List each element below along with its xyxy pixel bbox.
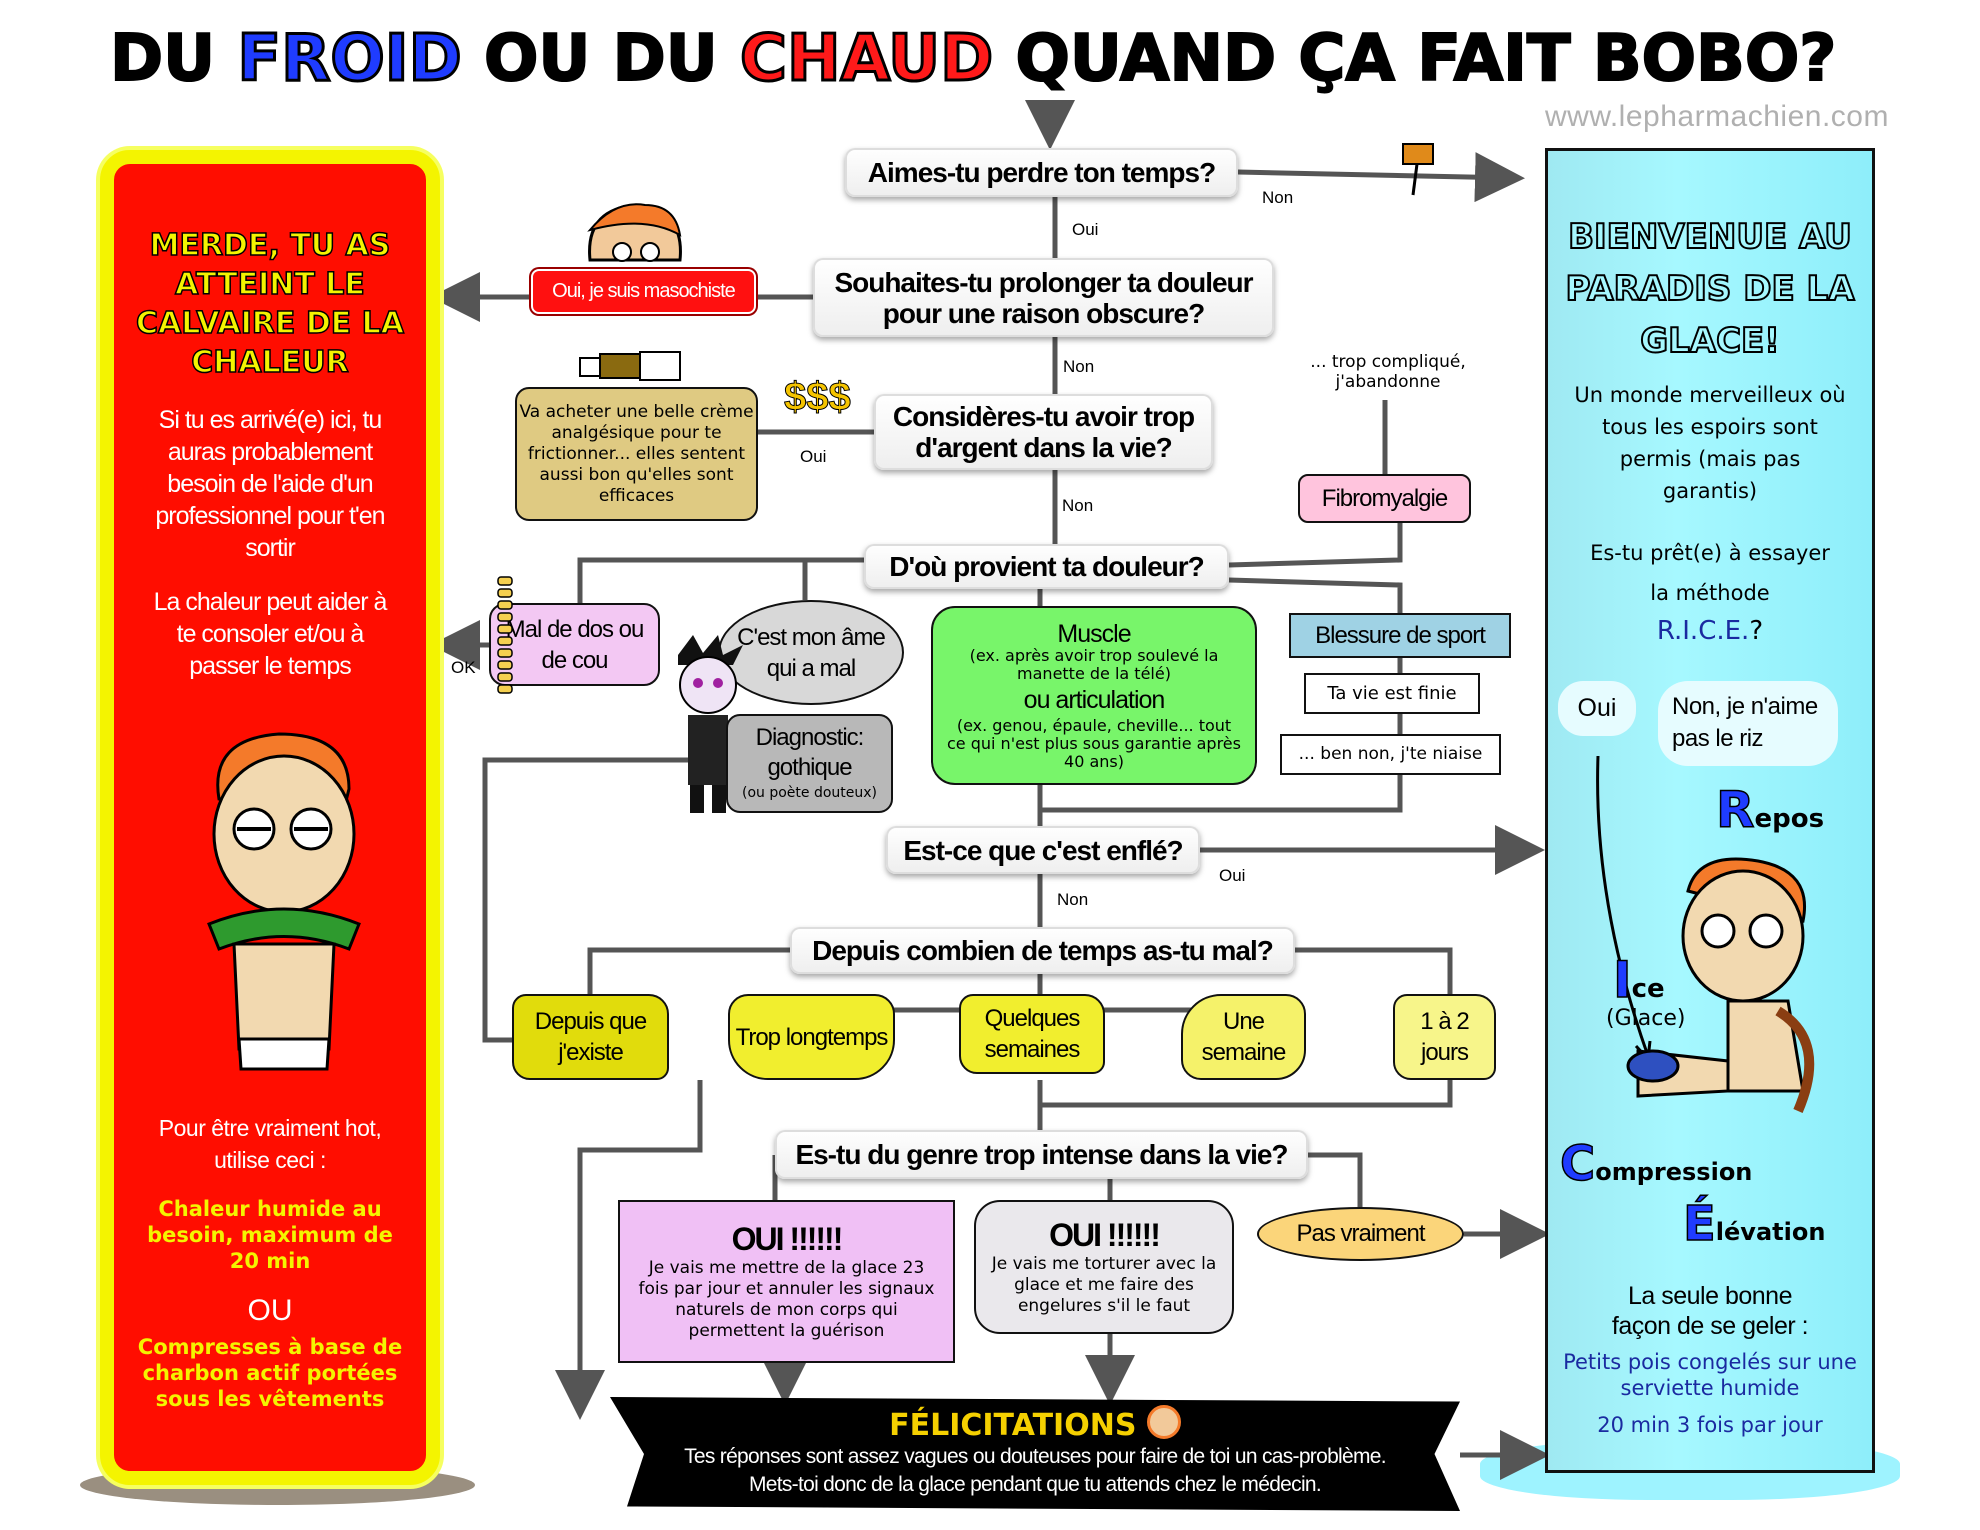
r-word: epos [1754, 804, 1825, 834]
label-oui: Oui [1072, 220, 1099, 239]
rice-label: R.I.C.E. [1656, 616, 1750, 646]
heat-intro: Si tu es arrivé(e) ici, tu auras probabl… [155, 406, 385, 562]
intense-yes-title: OUI !!!!!! [1049, 1217, 1161, 1253]
goth-subtitle: (ou poète douteux) [741, 785, 878, 801]
articulation-title: ou articulation [1023, 685, 1166, 714]
heat-option-1: Chaleur humide au besoin, maximum de 20 … [147, 1197, 393, 1273]
face-icon [1146, 1405, 1181, 1439]
heat-option-2: Compresses à base de charbon actif porté… [137, 1335, 403, 1411]
congrats-line-2: Mets-toi donc de la glace pendant que tu… [748, 1473, 1322, 1496]
goth-diagnosis[interactable]: Diagnostic: gothique (ou poète douteux) [726, 714, 893, 813]
heat-panel: MERDE, TU AS ATTEINT LE CALVAIRE DE LA C… [100, 150, 440, 1485]
ice-freeze-intro: La seule bonne façon de se geler : [1611, 1282, 1809, 1340]
heat-tip-intro: Pour être vraiment hot, utilise ceci : [158, 1115, 382, 1173]
e-word: lévation [1715, 1218, 1826, 1246]
r-letter: R [1715, 780, 1755, 840]
duration-option[interactable]: Une semaine [1181, 994, 1306, 1080]
muscle-joint-answer[interactable]: Muscle (ex. après avoir trop soulevé la … [931, 606, 1257, 785]
rice-yes-bubble[interactable]: Oui [1558, 681, 1636, 736]
kidding-note: ... ben non, j'te niaise [1280, 734, 1501, 775]
poster-title: DU FROID OU DU CHAUD QUAND ÇA FAIT BOBO? [109, 21, 1910, 112]
i-subtitle: (Glace) [1606, 1006, 1686, 1031]
muscle-example: (ex. après avoir trop soulevé la manette… [969, 645, 1219, 683]
website-url[interactable]: www.lepharmachien.com [1545, 100, 1889, 133]
label-non: Non [1062, 496, 1094, 515]
question-3[interactable]: Considères-tu avoir trop d'argent dans l… [874, 394, 1213, 470]
congrats-line-1: Tes réponses sont assez vagues ou douteu… [684, 1445, 1387, 1468]
title-text: DU [109, 21, 238, 97]
money-symbol: $$$ [784, 375, 852, 420]
c-word: ompression [1595, 1158, 1753, 1186]
ice-question: Es-tu prêt(e) à essayer la méthode [1590, 541, 1830, 605]
question-7[interactable]: Es-tu du genre trop intense dans la vie? [775, 1130, 1308, 1179]
duration-option[interactable]: Quelques semaines [959, 994, 1105, 1074]
fibromyalgia-answer[interactable]: Fibromyalgie [1298, 474, 1471, 523]
label-non: Non [1063, 357, 1095, 376]
e-letter: É [1682, 1195, 1716, 1253]
life-over-note: Ta vie est finie [1304, 673, 1480, 714]
sport-injury-answer[interactable]: Blessure de sport [1289, 613, 1511, 658]
ice-frequency: 20 min 3 fois par jour [1597, 1413, 1823, 1437]
congrats-title: FÉLICITATIONS [610, 1405, 1460, 1443]
duration-option[interactable]: 1 à 2 jours [1393, 994, 1496, 1080]
intense-yes-text: Je vais me torturer avec la glace et me … [991, 1254, 1217, 1316]
cream-suggestion[interactable]: Va acheter une belle crème analgésique p… [515, 387, 758, 521]
c-letter: C [1559, 1135, 1596, 1193]
ice-panel: BIENVENUE AU PARADIS DE LA GLACE! Un mon… [1545, 148, 1875, 1473]
not-really-answer[interactable]: Pas vraiment [1257, 1207, 1464, 1261]
congratulations-banner: FÉLICITATIONS Tes réponses sont assez va… [610, 1397, 1460, 1511]
congrats-title-text: FÉLICITATIONS [889, 1408, 1137, 1443]
heat-comfort: La chaleur peut aider à te consoler et/o… [153, 588, 388, 680]
question-mark: ? [1749, 616, 1764, 646]
label-ok: OK [451, 658, 476, 677]
question-1[interactable]: Aimes-tu perdre ton temps? [845, 148, 1238, 197]
intense-yes-1[interactable]: OUI !!!!!! Je vais me mettre de la glace… [618, 1200, 955, 1363]
intense-yes-text: Je vais me mettre de la glace 23 fois pa… [638, 1258, 935, 1341]
heat-heading: MERDE, TU AS ATTEINT LE CALVAIRE DE LA C… [135, 227, 405, 381]
abandon-note: ... trop compliqué, j'abandonne [1310, 352, 1466, 392]
label-non: Non [1057, 890, 1089, 909]
question-4[interactable]: D'où provient ta douleur? [864, 544, 1229, 589]
masochist-face-icon [587, 203, 682, 262]
title-froid: FROID [236, 21, 463, 98]
label-non: Non [1262, 188, 1294, 207]
ice-tip: Petits pois congelés sur une serviette h… [1563, 1350, 1857, 1400]
spine-icon [497, 576, 513, 694]
articulation-example: (ex. genou, épaule, cheville... tout ce … [947, 715, 1241, 771]
label-oui: Oui [1219, 866, 1246, 885]
ice-intro: Un monde merveilleux où tous les espoirs… [1574, 383, 1846, 503]
i-letter: I [1612, 950, 1632, 1010]
title-text: QUAND ÇA FAIT BOBO? [993, 21, 1837, 97]
i-word: ce [1631, 974, 1665, 1004]
ice-heading: BIENVENUE AU PARADIS DE LA GLACE! [1564, 216, 1855, 362]
heat-or: OU [247, 1294, 293, 1327]
rice-no-bubble[interactable]: Non, je n'aime pas le riz [1658, 681, 1838, 766]
goth-character-illustration [678, 635, 743, 813]
question-2[interactable]: Souhaites-tu prolonger ta douleur pour u… [813, 258, 1274, 337]
question-6[interactable]: Depuis combien de temps as-tu mal? [790, 927, 1295, 974]
masochist-answer[interactable]: Oui, je suis masochiste [531, 269, 756, 314]
title-text: OU DU [461, 21, 741, 97]
intense-yes-2[interactable]: OUI !!!!!! Je vais me torturer avec la g… [974, 1200, 1234, 1334]
question-5[interactable]: Est-ce que c'est enflé? [886, 826, 1200, 874]
duration-option[interactable]: Trop longtemps [728, 994, 895, 1080]
label-oui: Oui [800, 447, 827, 466]
cream-tube-icon [579, 351, 681, 381]
goth-title: Diagnostic: gothique [755, 724, 865, 781]
title-chaud: CHAUD [739, 21, 995, 98]
hot-character-illustration [207, 732, 361, 1071]
muscle-title: Muscle [1057, 619, 1131, 648]
back-neck-pain[interactable]: Mal de dos ou de cou [489, 603, 660, 686]
soul-pain-bubble[interactable]: C'est mon âme qui a mal [718, 600, 904, 705]
intense-yes-title: OUI !!!!!! [731, 1221, 844, 1257]
signpost-icon [1402, 143, 1434, 196]
ice-character-illustration [1626, 857, 1815, 1113]
duration-option[interactable]: Depuis que j'existe [512, 994, 669, 1080]
